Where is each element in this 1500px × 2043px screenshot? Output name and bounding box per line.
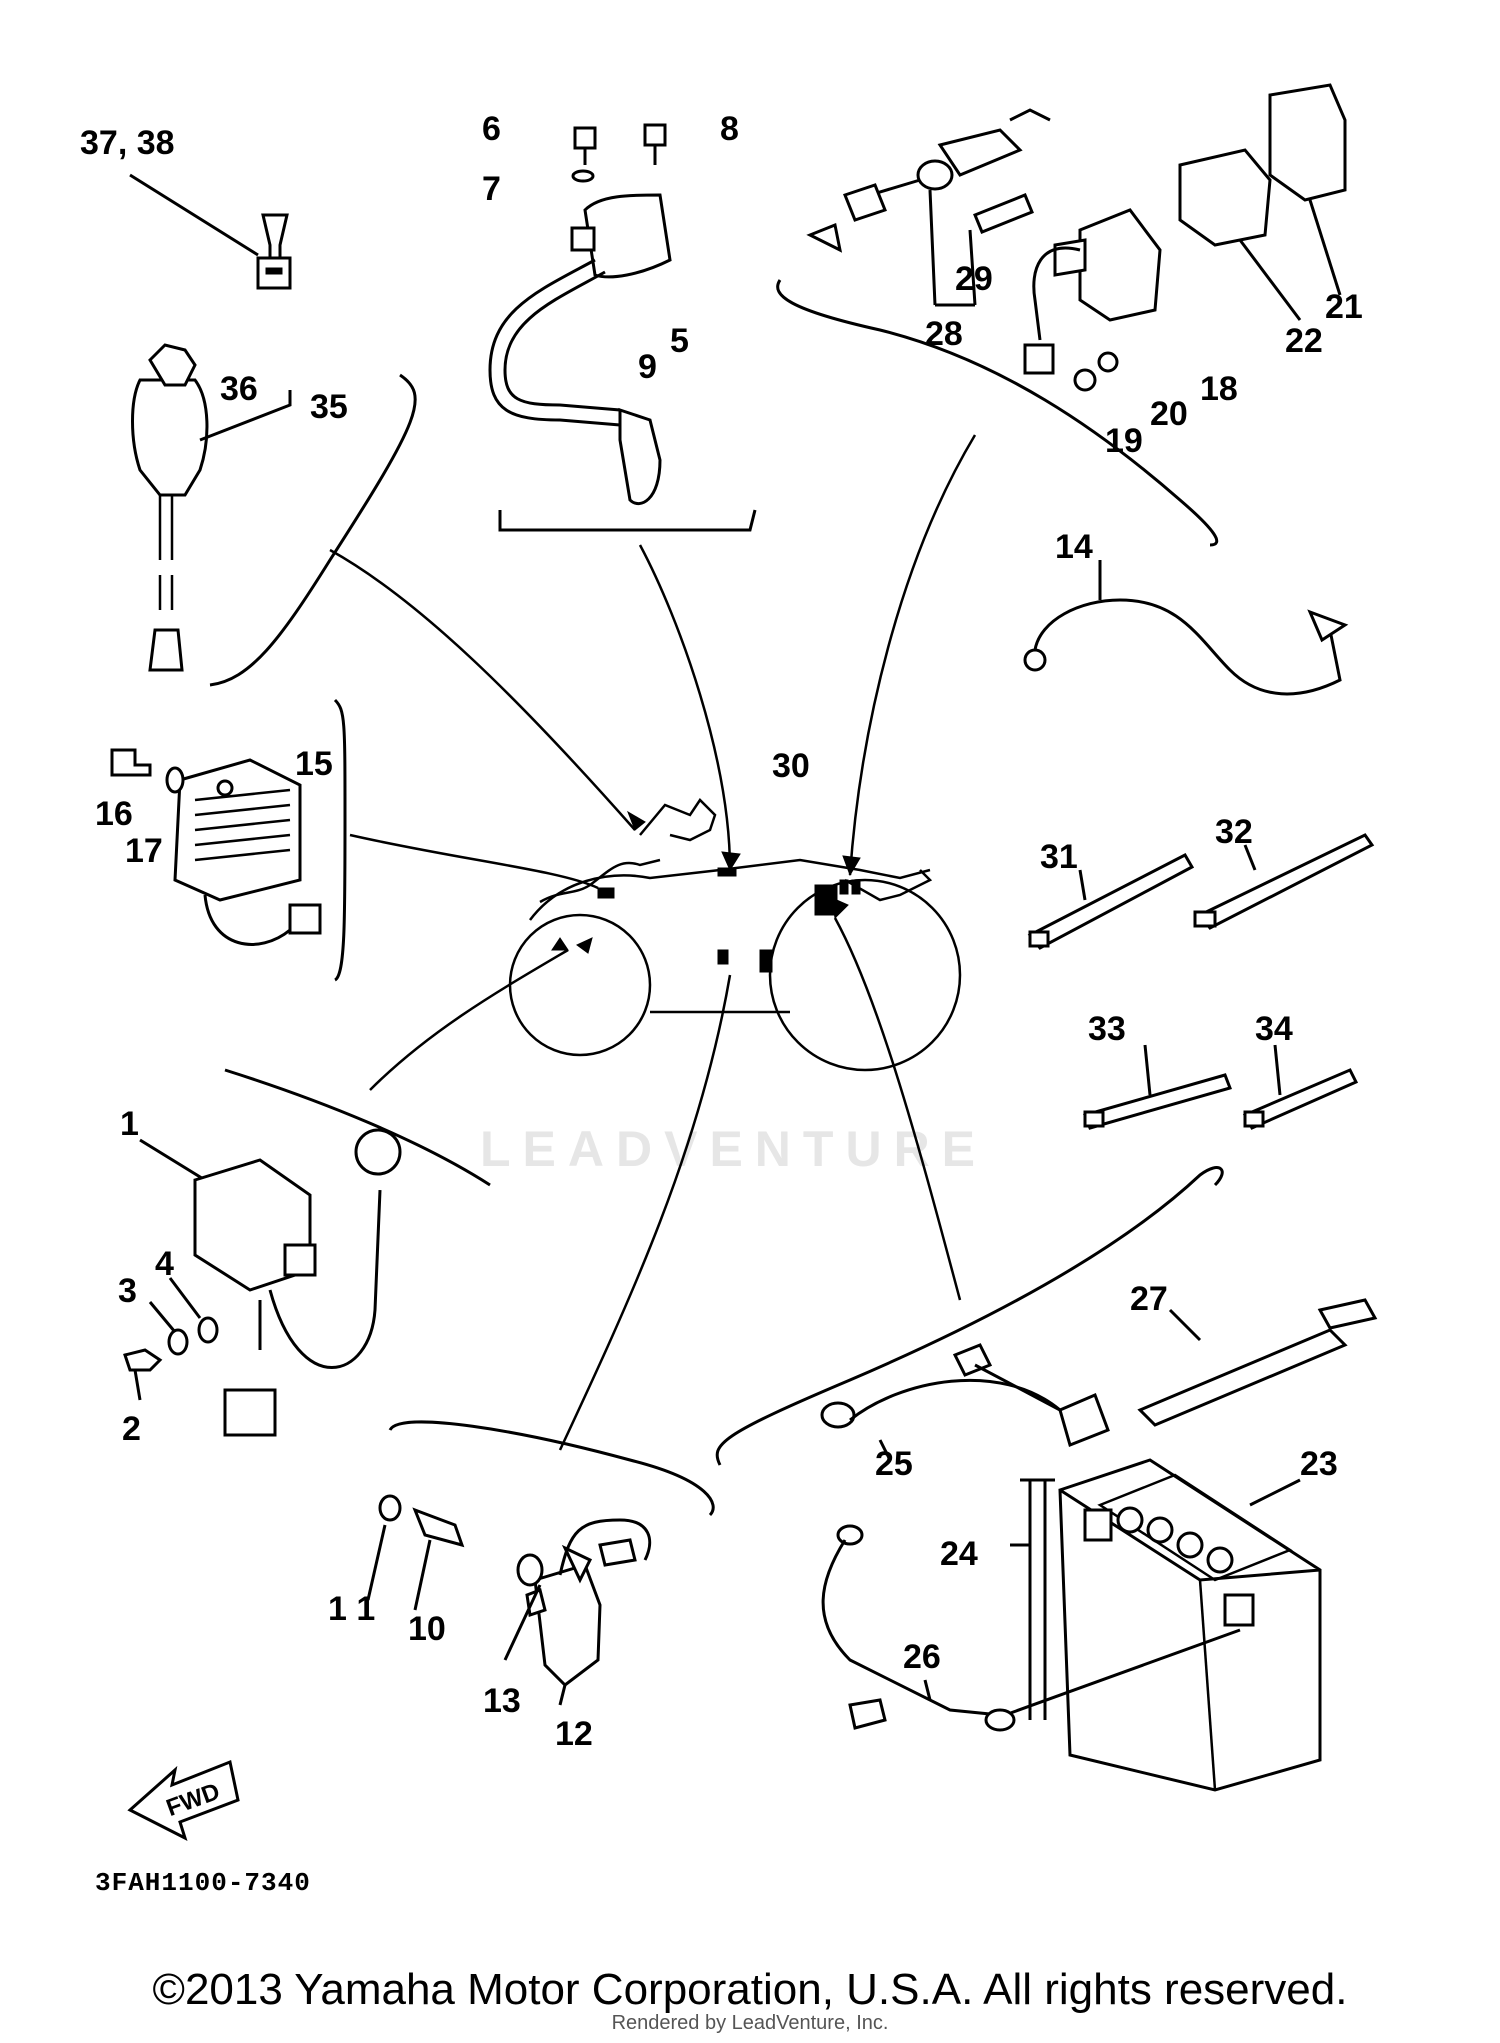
rectifier-regulator-icon	[110, 748, 322, 946]
label-19: 19	[1105, 422, 1143, 460]
label-33: 33	[1088, 1010, 1126, 1048]
battery-icon	[820, 1298, 1378, 1792]
starter-relay-icon	[1023, 208, 1162, 392]
label-25: 25	[875, 1445, 913, 1483]
label-9: 9	[638, 348, 657, 386]
label-29: 29	[955, 260, 993, 298]
leader-arrows	[329, 434, 977, 1451]
vehicle-outline-icon	[508, 798, 962, 1072]
label-7: 7	[482, 170, 501, 208]
neutral-switch-icon	[366, 1494, 652, 1706]
label-14: 14	[1055, 528, 1093, 566]
label-15: 15	[295, 745, 333, 783]
label-35: 35	[310, 388, 348, 426]
label-36: 36	[220, 370, 258, 408]
label-16: 16	[95, 795, 133, 833]
key-icon	[129, 173, 292, 290]
callout-labels: 37, 38 36 35 6 7 8 5 9 28 29 18 19 20 21…	[80, 110, 1363, 1753]
ignition-switch-icon	[131, 343, 292, 672]
label-2: 2	[122, 1410, 141, 1448]
cdi-unit-icon	[123, 1128, 402, 1437]
label-37-38: 37, 38	[80, 124, 175, 162]
label-5: 5	[670, 322, 689, 360]
label-21: 21	[1325, 288, 1363, 326]
label-34: 34	[1255, 1010, 1293, 1048]
label-13: 13	[483, 1682, 521, 1720]
label-28: 28	[925, 315, 963, 353]
label-22: 22	[1285, 322, 1323, 360]
rendered-by-text: Rendered by LeadVenture, Inc.	[611, 2012, 889, 2034]
fwd-arrow-icon: FWD	[127, 1759, 240, 1841]
group-brackets	[209, 279, 1224, 1517]
ignition-coil-icon	[488, 123, 672, 506]
label-1: 1	[120, 1105, 139, 1143]
label-11: 1 1	[328, 1590, 375, 1628]
label-20: 20	[1150, 395, 1188, 433]
label-12: 12	[555, 1715, 593, 1753]
label-17: 17	[125, 832, 163, 870]
label-30: 30	[772, 747, 810, 785]
label-8: 8	[720, 110, 739, 148]
watermark-text: LEADVENTURE	[480, 1121, 988, 1177]
wire-lead-icon	[1023, 560, 1349, 696]
fuse-holder-icon	[806, 108, 1051, 307]
label-3: 3	[118, 1272, 137, 1310]
relay-cover-icon	[1178, 83, 1347, 321]
cable-band-icon	[1027, 833, 1375, 1130]
label-24: 24	[940, 1535, 978, 1573]
label-4: 4	[155, 1245, 174, 1283]
label-31: 31	[1040, 838, 1078, 876]
label-23: 23	[1300, 1445, 1338, 1483]
copyright-text: ©2013 Yamaha Motor Corporation, U.S.A. A…	[152, 1965, 1348, 2014]
label-18: 18	[1200, 370, 1238, 408]
diagram-code: 3FAH1100-7340	[95, 1868, 311, 1898]
label-26: 26	[903, 1638, 941, 1676]
label-10: 10	[408, 1610, 446, 1648]
label-27: 27	[1130, 1280, 1168, 1318]
label-32: 32	[1215, 813, 1253, 851]
label-6: 6	[482, 110, 501, 148]
